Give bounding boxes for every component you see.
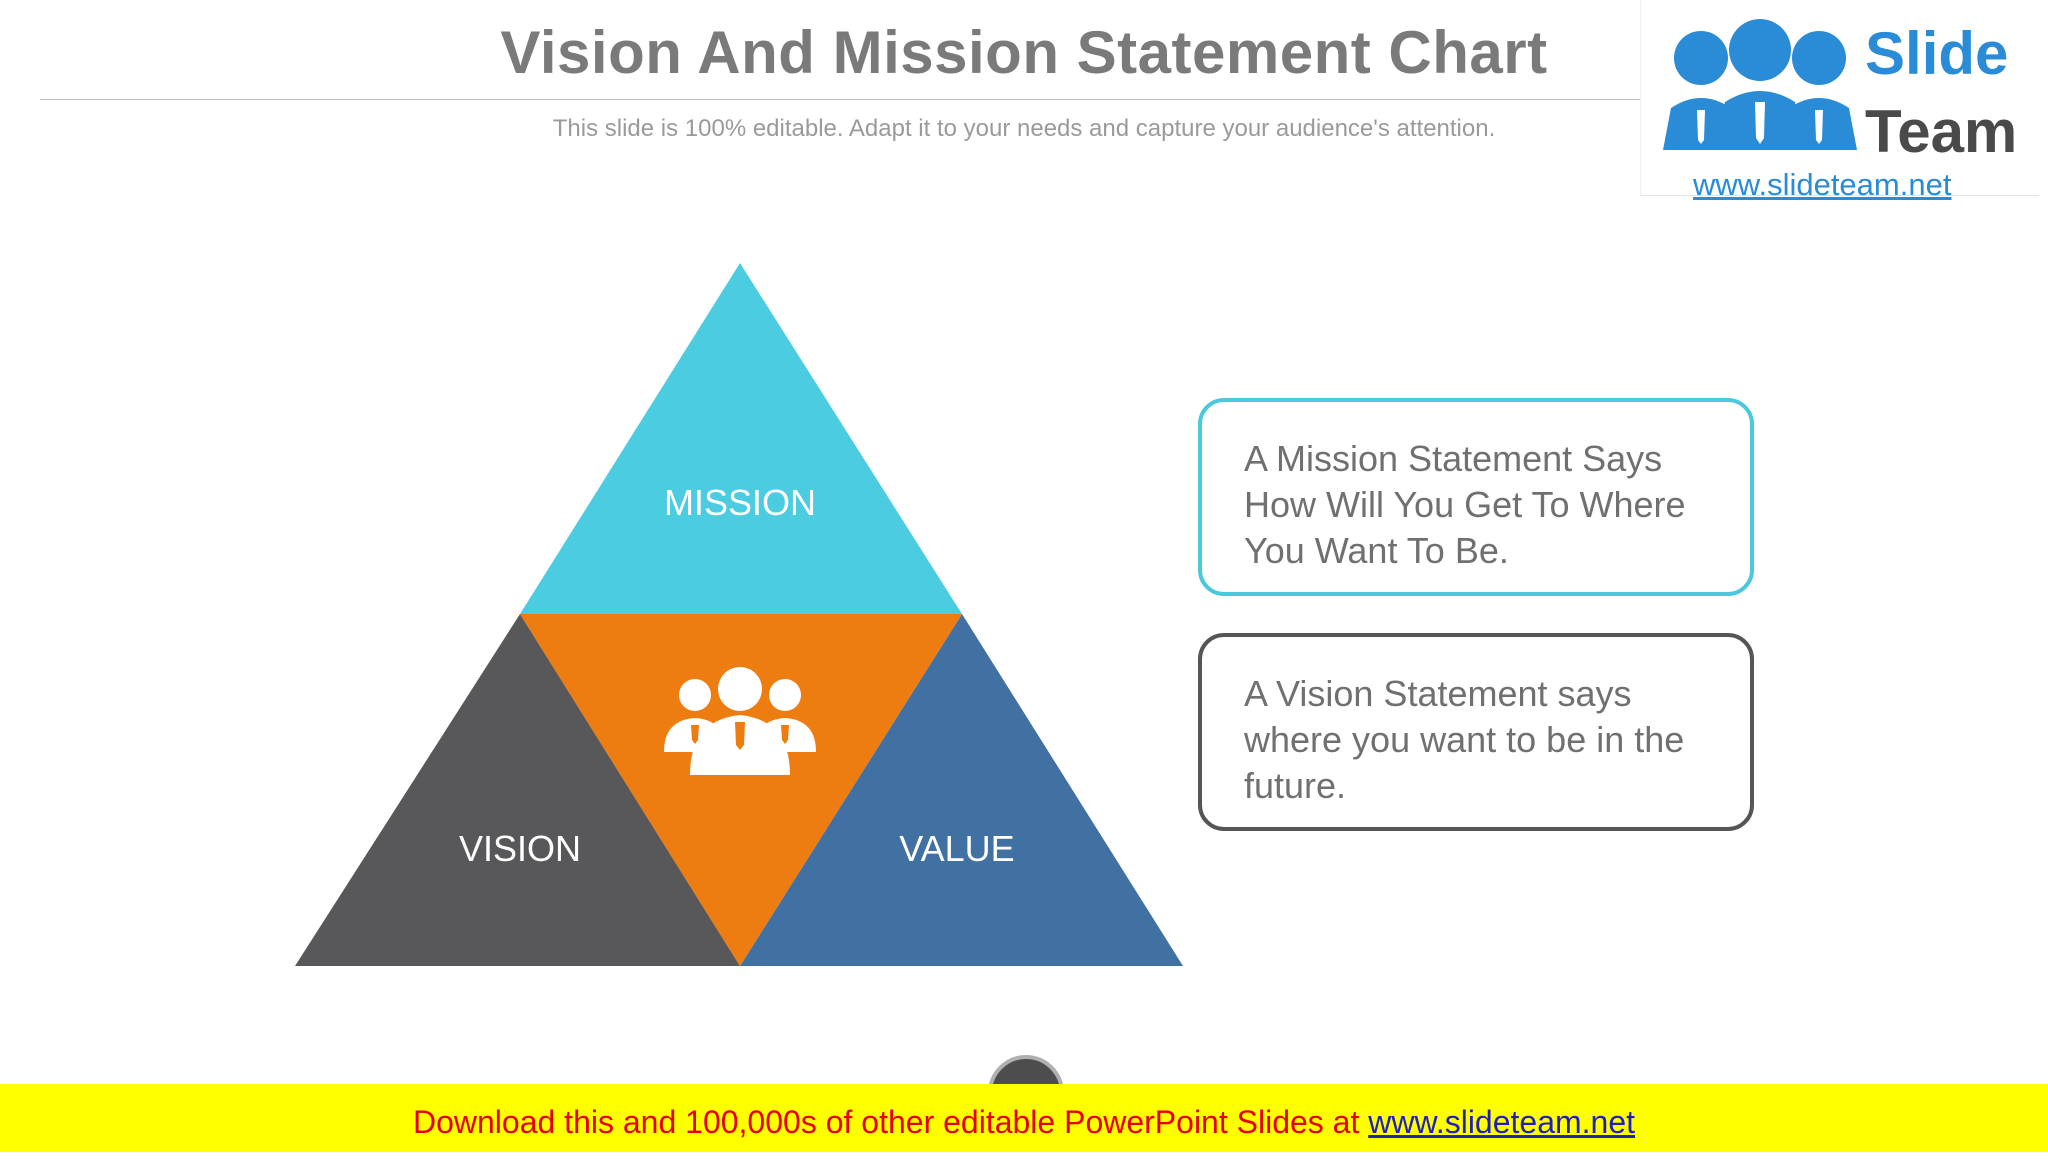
team-people-icon <box>664 667 816 775</box>
download-banner: Download this and 100,000s of other edit… <box>0 1084 2048 1152</box>
value-triangle <box>740 614 1183 966</box>
banner-link[interactable]: www.slideteam.net <box>1368 1104 1636 1140</box>
mission-statement-card: A Mission Statement Says How Will You Ge… <box>1198 398 1754 596</box>
logo-word-slide: Slide <box>1865 20 2009 87</box>
logo-url-link[interactable]: www.slideteam.net <box>1693 167 1952 202</box>
value-label: VALUE <box>899 828 1014 869</box>
mission-triangle <box>520 263 962 614</box>
logo-word-team: Team <box>1865 98 2018 165</box>
mission-label: MISSION <box>664 482 816 523</box>
page-subtitle: This slide is 100% editable. Adapt it to… <box>552 115 1496 142</box>
title-divider <box>40 99 1640 100</box>
vision-triangle <box>295 614 740 966</box>
vision-label: VISION <box>459 828 581 869</box>
page-title: Vision And Mission Statement Chart <box>500 19 1548 86</box>
center-triangle <box>520 614 962 966</box>
slideteam-logo[interactable]: Slide Team www.slideteam.net <box>1640 0 2039 202</box>
vision-statement-card: A Vision Statement says where you want t… <box>1198 633 1754 831</box>
banner-text: Download this and 100,000s of other edit… <box>412 1104 1369 1140</box>
people-logo-icon <box>1663 19 1857 150</box>
